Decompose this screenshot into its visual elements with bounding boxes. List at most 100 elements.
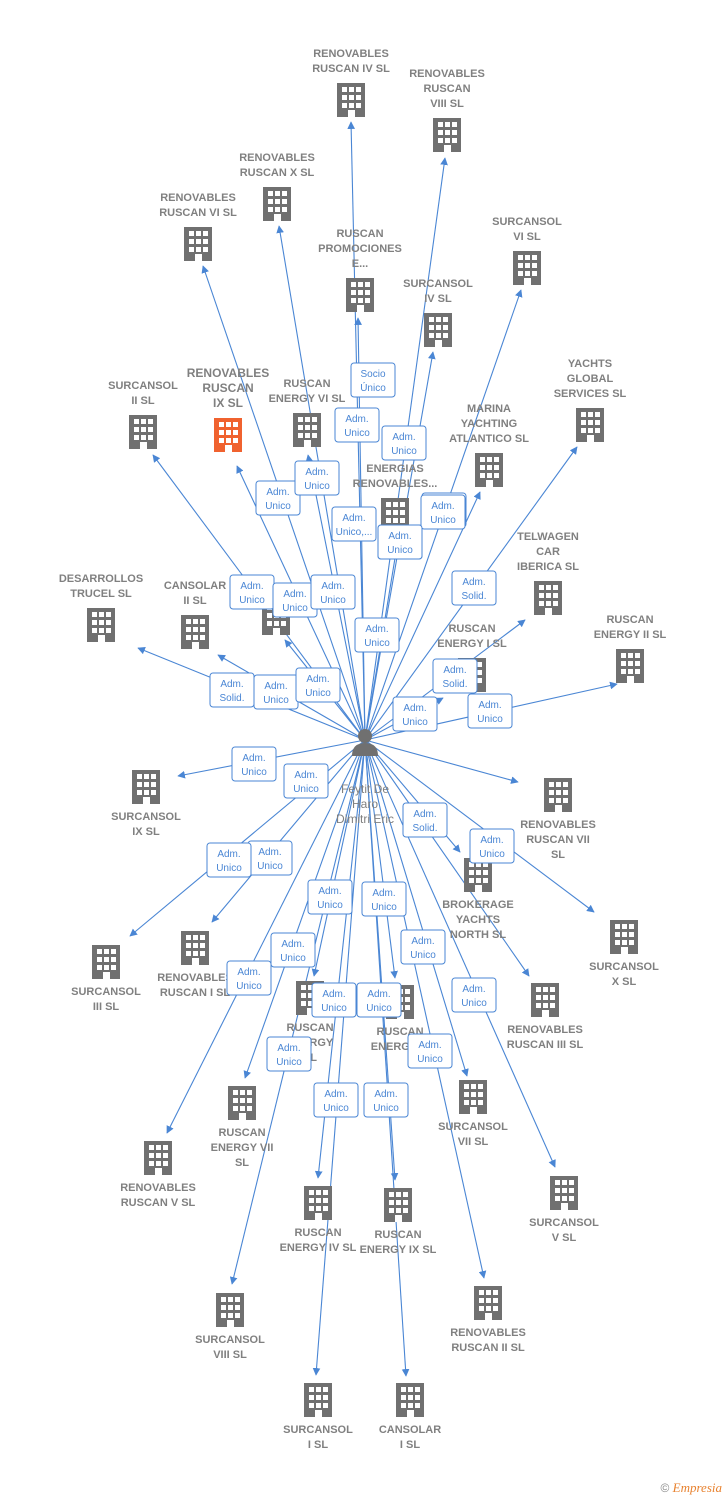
relation-badge-surcansol-i[interactable]: Adm.Unico — [354, 617, 400, 653]
edge-surcansol-i — [312, 739, 366, 1376]
relation-badge-renovables-ruscan-ix[interactable]: Adm.Unico — [229, 574, 275, 610]
company-label: RUSCAN — [374, 1229, 421, 1241]
relation-badge-ruscan-energias-renovables[interactable]: Adm.Unico — [377, 524, 423, 560]
relation-box — [420, 494, 466, 530]
relation-badge-ruscan-energy-center[interactable]: Adm.Unico — [311, 982, 357, 1018]
relation-label: Adm. — [367, 989, 390, 1000]
company-label: RUSCAN V SL — [121, 1197, 196, 1209]
relation-badge-ruscan-energy-vi[interactable]: Adm.Unico — [283, 763, 329, 799]
building-icon — [293, 413, 321, 447]
relation-label: Unico — [282, 603, 308, 614]
relation-label: Adm. — [281, 939, 304, 950]
relation-badge-renovables-ruscan-iii[interactable]: Adm.Unico — [451, 977, 497, 1013]
company-label: E... — [352, 258, 369, 270]
company-label: IV SL — [424, 293, 452, 305]
relation-badge-surcansol-ix[interactable]: Adm.Unico — [231, 746, 277, 782]
relation-badge-surcansol-vii[interactable]: Adm.Unico — [407, 1033, 453, 1069]
relation-label: Adm. — [374, 1089, 397, 1100]
company-node-ruscan-promociones[interactable]: RUSCANPROMOCIONESE... — [318, 228, 402, 312]
relation-badge-desarrollos-trucel[interactable]: Adm.Solid. — [209, 672, 255, 708]
relation-badge-brokerage-yachts-north[interactable]: Adm.Solid. — [402, 802, 448, 838]
relation-badge-ruscan-ruscan[interactable]: Adm.Unico — [310, 574, 356, 610]
relation-badge-renovables-ruscan-v[interactable]: Adm.Unico — [270, 932, 316, 968]
person-name: Haro — [352, 797, 378, 811]
relation-badge-ruscan-energy-center2[interactable]: Adm.Unico — [356, 982, 402, 1018]
relation-label: Adm. — [237, 967, 260, 978]
relation-badge-telwagen-car-iberica[interactable]: Adm.Solid. — [432, 658, 478, 694]
relation-badge-renovables-ruscan-ii[interactable]: Adm.Unico — [361, 881, 407, 917]
person-icon — [352, 729, 378, 756]
company-node-renovables-ruscan-v[interactable]: RENOVABLES RUSCAN V SL — [120, 1141, 196, 1209]
relation-badge-marina-yachting-atlantico[interactable]: Adm.Unico — [420, 494, 466, 530]
relation-badge-surcansol-v[interactable]: Adm.Unico — [400, 929, 446, 965]
relation-badge-ruscan-energy-ix[interactable]: Adm. Unico — [363, 1082, 409, 1118]
company-label: RENOVABLES — [157, 972, 233, 984]
relation-badge-renovables-ruscan-vi[interactable]: Adm.Unico — [294, 460, 340, 496]
relation-badge-surcansol-x[interactable]: Adm.Unico — [247, 840, 293, 876]
relation-badge-ruscan-energy-vii[interactable]: Adm.Unico — [266, 1036, 312, 1072]
relation-badge-renovables-ruscan-x[interactable]: Adm.Unico — [255, 480, 301, 516]
relation-label: Unico — [373, 1103, 399, 1114]
footer-brand[interactable]: © Empresia — [660, 1480, 722, 1496]
company-label: RENOVABLES — [520, 819, 596, 831]
relation-badge-yachts-global-services[interactable]: Adm.Solid. — [451, 570, 497, 606]
relation-badge-ruscan-energy-iv[interactable]: Adm.Unico — [313, 1082, 359, 1118]
company-label: IBERICA SL — [517, 561, 579, 573]
company-label: YACHTING — [461, 418, 517, 430]
relation-badge-surcansol-iii[interactable]: Adm.Unico — [206, 842, 252, 878]
relation-badge-cansolar-ii[interactable]: Adm.Unico — [253, 674, 299, 710]
company-label: GLOBAL — [567, 373, 614, 385]
relation-badge-cansolar-i[interactable]: Adm.Unico — [295, 667, 341, 703]
relation-label: Unico — [320, 595, 346, 606]
relation-badge-ruscan-energy-vi[interactable]: Adm.Unico,... — [331, 506, 377, 542]
company-label: RENOVABLES — [120, 1182, 196, 1194]
company-label: YACHTS — [456, 914, 500, 926]
relation-badge-renovables-ruscan-iv[interactable]: Adm.Unico — [334, 407, 380, 443]
relation-badge-ruscan-energy-ii[interactable]: Adm.Unico — [467, 693, 513, 729]
relation-box — [283, 763, 329, 799]
relation-badge-surcansol-viii[interactable]: Adm.Unico — [307, 879, 353, 915]
relation-badge-renovables-ruscan-viii[interactable]: Adm.Unico — [381, 425, 427, 461]
company-label: NORTH SL — [450, 929, 507, 941]
company-label: RUSCAN III SL — [507, 1039, 584, 1051]
relation-badge-renovables-ruscan-i[interactable]: Adm.Unico — [226, 960, 272, 996]
relation-badge-ruscan-energy-i[interactable]: Adm.Unico — [392, 696, 438, 732]
relation-badge-renovables-ruscan-vii[interactable]: Adm.Unico — [469, 828, 515, 864]
relation-badge-surcansol-ii[interactable]: Adm.Unico — [272, 582, 318, 618]
company-label: SL — [235, 1157, 249, 1169]
